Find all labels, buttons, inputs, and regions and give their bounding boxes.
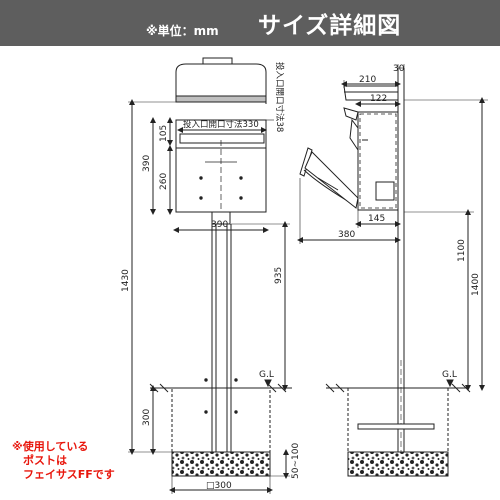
side-foundation — [347, 387, 449, 453]
side-gravel — [347, 451, 449, 477]
dim-30: 30 — [393, 64, 405, 74]
front-foundation — [171, 387, 271, 453]
side-view — [297, 64, 488, 477]
unit-note: ※単位：mm — [146, 24, 219, 38]
front-lid-base — [175, 95, 267, 103]
dim-square-300: □300 — [206, 481, 232, 491]
dim-390-height: 390 — [142, 155, 152, 172]
front-lid — [175, 63, 267, 101]
front-gravel — [171, 451, 271, 477]
front-gl-label: G.L — [259, 370, 274, 380]
dim-145: 145 — [368, 214, 385, 224]
side-open-door — [299, 147, 313, 177]
dim-1430: 1430 — [121, 269, 131, 292]
dim-390-width: 390 — [211, 220, 228, 230]
dim-260: 260 — [159, 173, 169, 190]
dim-105: 105 — [159, 125, 169, 142]
dim-300-depth: 300 — [142, 409, 152, 426]
front-slot — [179, 133, 265, 144]
header-bar: ※単位：mm サイズ詳細図 — [0, 0, 500, 46]
front-view — [128, 57, 292, 494]
dim-1400: 1400 — [471, 273, 481, 296]
page-title: サイズ詳細図 — [258, 13, 402, 39]
post-model-note: ※使用している ポストは フェイサスFFです — [12, 440, 115, 482]
dim-935: 935 — [274, 267, 284, 284]
dim-122: 122 — [370, 94, 387, 104]
side-mailbox-body — [357, 111, 399, 211]
dim-210: 210 — [359, 75, 376, 85]
dim-50-100: 50~100 — [291, 443, 301, 479]
note-line-3: フェイサスFFです — [23, 468, 115, 481]
slot-width-label: 投入口開口寸法330 — [183, 119, 259, 130]
note-line-2: ポストは — [23, 454, 67, 467]
note-line-1: ※使用している — [12, 440, 89, 453]
slot-height-label: 投入口開口寸法38 — [274, 62, 285, 132]
dim-380: 380 — [338, 230, 355, 240]
dim-1100: 1100 — [457, 239, 467, 262]
side-gl-label: G.L — [442, 370, 457, 380]
